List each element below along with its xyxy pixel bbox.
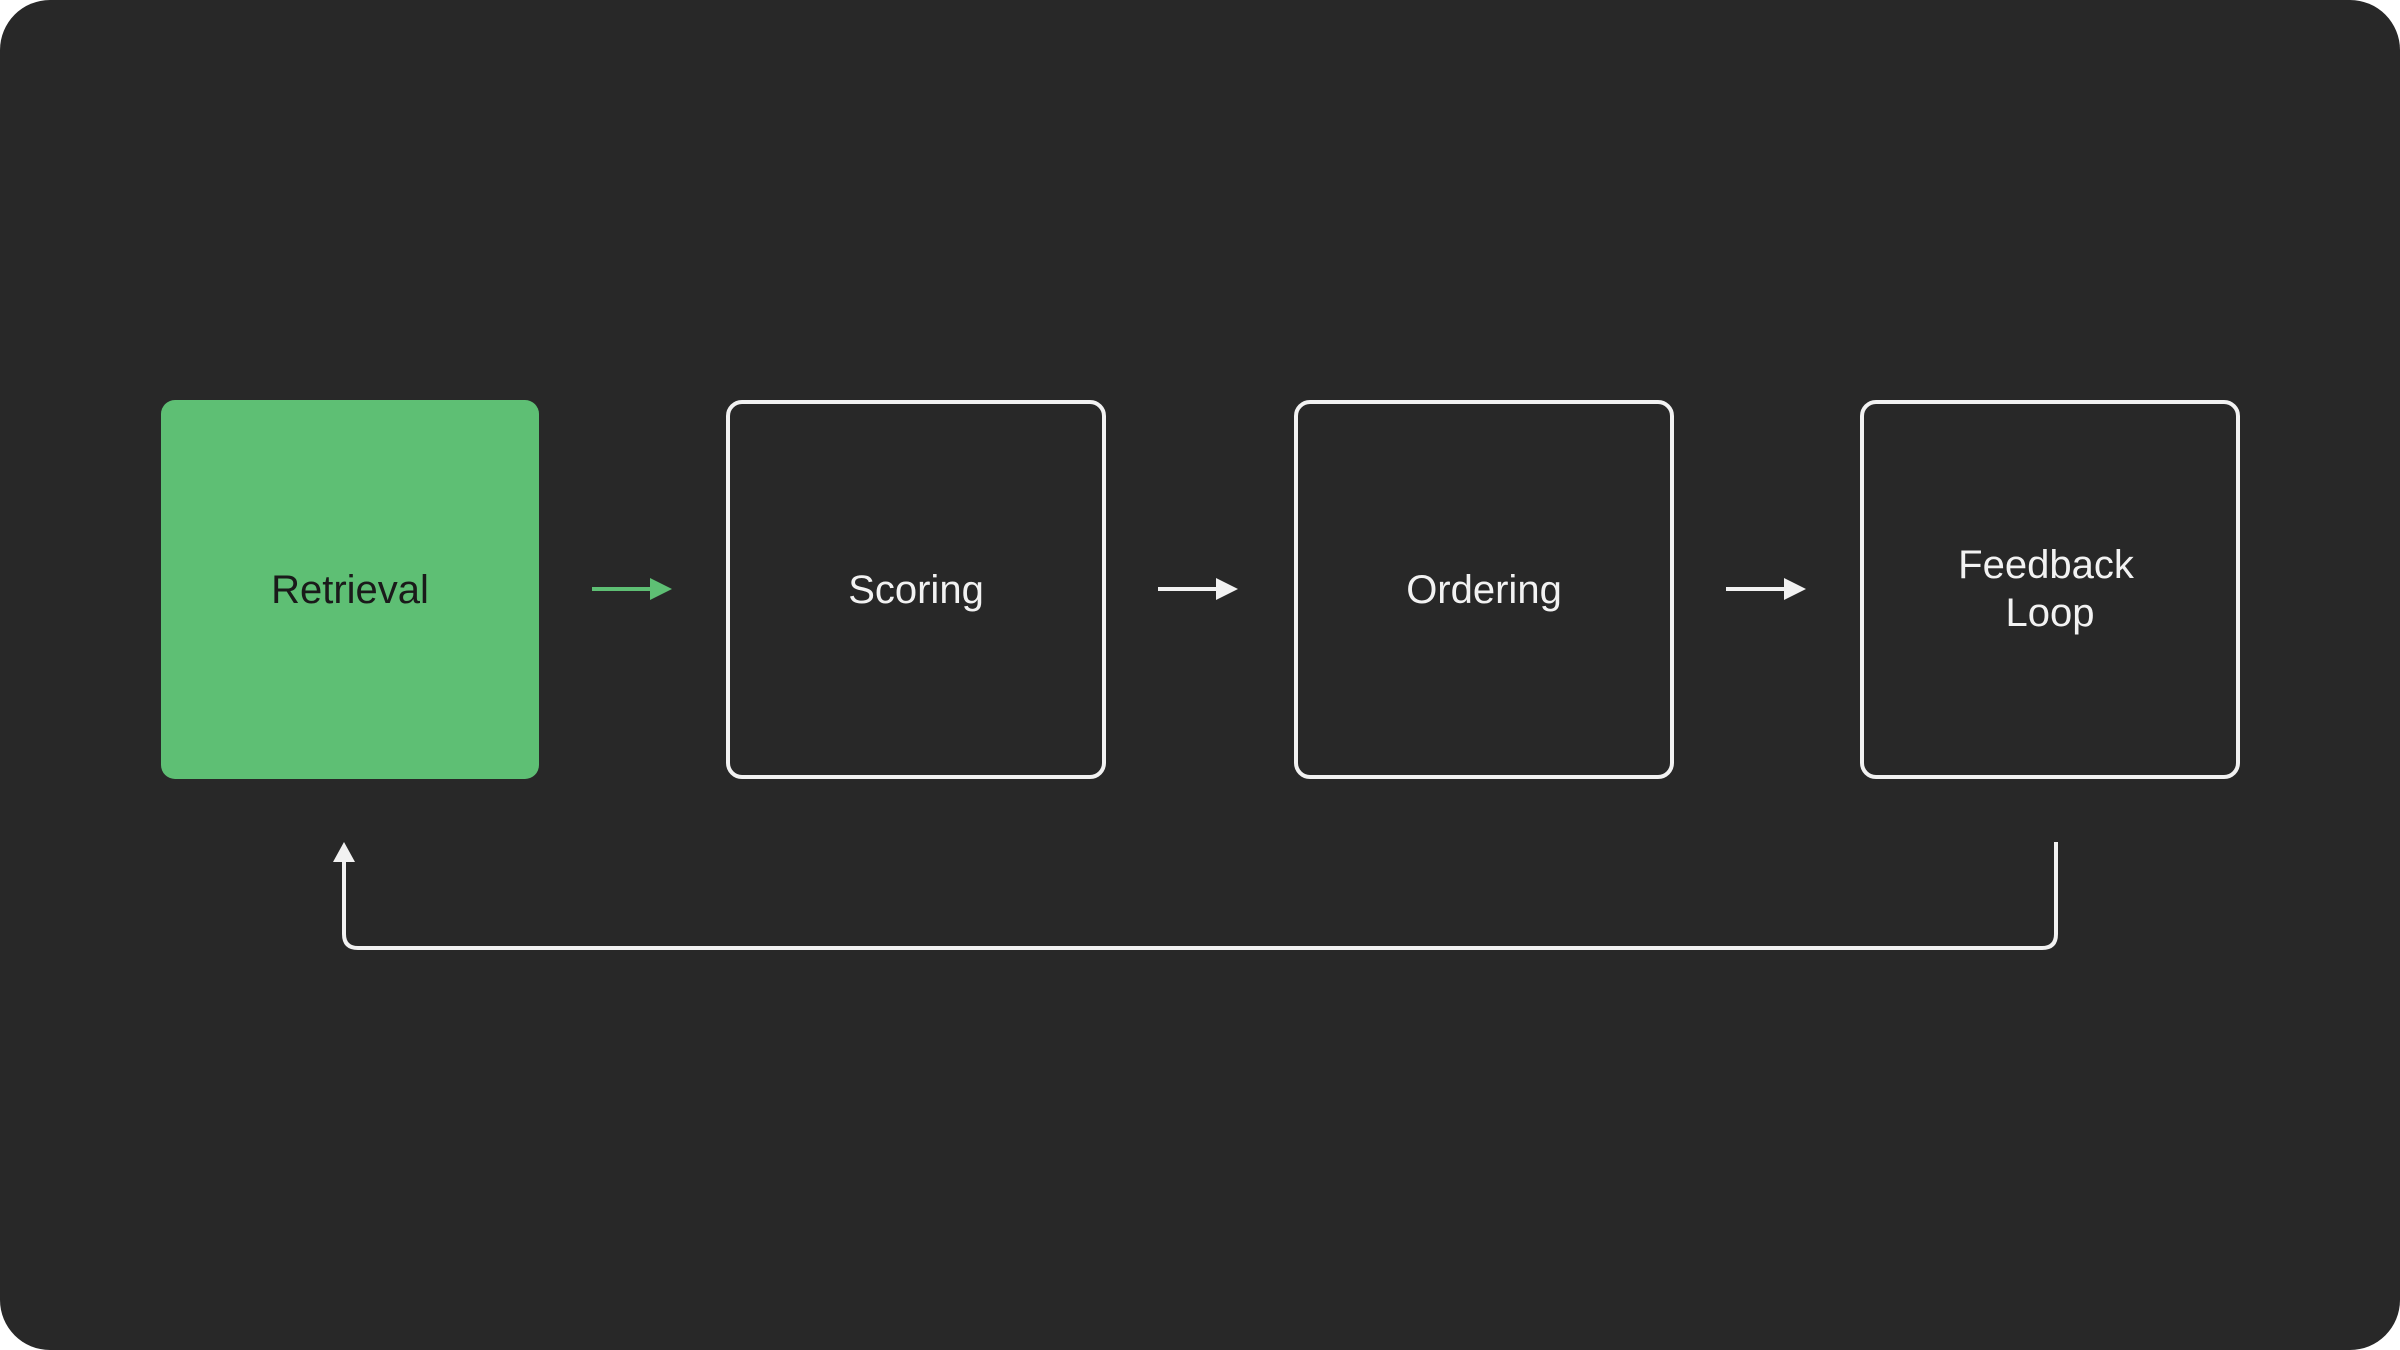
node-scoring: Scoring xyxy=(726,400,1106,779)
node-scoring-label: Scoring xyxy=(848,568,984,612)
node-scoring-box xyxy=(726,400,1106,779)
node-feedback-loop-label-line-1: Feedback xyxy=(1958,543,2135,587)
node-ordering-label: Ordering xyxy=(1406,568,1562,612)
arrow-feedback-loop-to-retrieval xyxy=(333,842,2058,950)
arrow-ordering-to-feedback-loop xyxy=(1726,578,1806,600)
arrow-retrieval-to-scoring xyxy=(592,578,672,600)
node-retrieval: Retrieval xyxy=(161,400,539,779)
node-ordering: Ordering xyxy=(1294,400,1674,779)
node-retrieval-label: Retrieval xyxy=(271,568,429,612)
node-feedback-loop-box xyxy=(1860,400,2240,779)
node-feedback-loop-label-line-2: Loop xyxy=(2006,591,2095,635)
node-feedback-loop: Feedback Loop xyxy=(1860,400,2240,779)
arrow-scoring-to-ordering xyxy=(1158,578,1238,600)
node-retrieval-box xyxy=(161,400,539,779)
node-ordering-box xyxy=(1294,400,1674,779)
